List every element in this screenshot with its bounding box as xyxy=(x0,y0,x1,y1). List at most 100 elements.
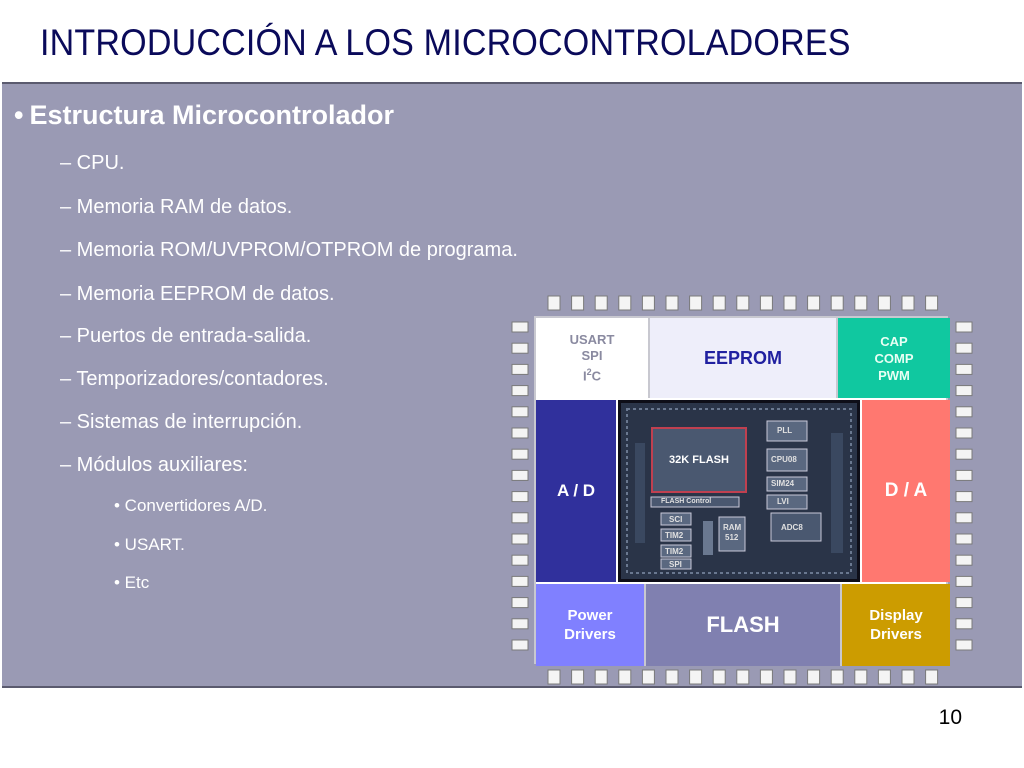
chip-pin-top xyxy=(830,295,844,311)
die-adc-label: ADC8 xyxy=(781,523,803,532)
chip-pin-top xyxy=(571,295,585,311)
chip-pin-top xyxy=(712,295,726,311)
chip-pin-right xyxy=(955,427,973,439)
chip-pin-bottom xyxy=(736,669,750,685)
chip-pin-top xyxy=(618,295,632,311)
chip-pin-bottom xyxy=(571,669,585,685)
chip-pin-left xyxy=(511,554,529,566)
chip-pin-left xyxy=(511,575,529,587)
da-block: D / A xyxy=(862,400,950,582)
chip-pin-bottom xyxy=(830,669,844,685)
spi-label: SPI xyxy=(581,347,603,363)
sub-list-item: • Etc xyxy=(114,573,150,592)
chip-pin-top xyxy=(759,295,773,311)
sub-list-item: • USART. xyxy=(114,535,185,554)
chip-pin-bottom xyxy=(712,669,726,685)
bullet-glyph: • xyxy=(14,100,24,130)
chip-pin-right xyxy=(955,363,973,375)
chip-pin-right xyxy=(955,321,973,333)
die-tim2a-label: TIM2 xyxy=(665,531,684,540)
chip-pin-left xyxy=(511,363,529,375)
chip-pin-bottom xyxy=(665,669,679,685)
chip-pin-right xyxy=(955,491,973,503)
pwm-label: PWM xyxy=(878,367,910,383)
die-photo: 32K FLASH PLL CPU08 SIM24 LVI ADC8 FLASH… xyxy=(618,400,860,582)
chip-pin-right xyxy=(955,512,973,524)
cap-label: CAP xyxy=(880,333,908,349)
chip-pin-top xyxy=(783,295,797,311)
list-item: – Módulos auxiliares: xyxy=(60,454,248,476)
chip-pin-right xyxy=(955,342,973,354)
chip-pin-bottom xyxy=(854,669,868,685)
chip-pin-left xyxy=(511,342,529,354)
chip-pin-left xyxy=(511,597,529,609)
die-ram-size-label: 512 xyxy=(725,533,739,542)
chip-pin-top xyxy=(877,295,891,311)
list-item: – CPU. xyxy=(60,152,125,174)
chip-pin-top xyxy=(854,295,868,311)
chip-pin-bottom xyxy=(689,669,703,685)
i2c-suffix: C xyxy=(591,368,602,384)
chip-pin-left xyxy=(511,406,529,418)
list-item: – Temporizadores/contadores. xyxy=(60,368,329,390)
chip-pin-right xyxy=(955,469,973,481)
chip-pin-top xyxy=(736,295,750,311)
chip-pin-left xyxy=(511,321,529,333)
die-tim2b-label: TIM2 xyxy=(665,547,684,556)
chip-pin-top xyxy=(925,295,939,311)
chip-pin-left xyxy=(511,512,529,524)
heading-bullet: •Estructura Microcontrolador xyxy=(14,100,394,131)
chip-pin-left xyxy=(511,385,529,397)
die-flash-control-label: FLASH Control xyxy=(661,498,712,505)
usart-label: USART xyxy=(569,331,615,347)
chip-pin-top xyxy=(547,295,561,311)
usart-spi-i2c-block: USART SPI I2C xyxy=(536,318,648,398)
i2c-label: I2C xyxy=(583,364,601,384)
chip-pin-top xyxy=(594,295,608,311)
die-pll-label: PLL xyxy=(777,426,793,435)
chip-body: USART SPI I2C EEPROM CAP COMP PWM A / D … xyxy=(534,316,950,666)
chip-pin-right xyxy=(955,575,973,587)
chip-pin-bottom xyxy=(547,669,561,685)
die-ram-label: RAM xyxy=(723,523,742,532)
chip-pin-top xyxy=(665,295,679,311)
chip-pin-left xyxy=(511,469,529,481)
flash-block: FLASH xyxy=(646,584,840,666)
microcontroller-diagram: USART SPI I2C EEPROM CAP COMP PWM A / D … xyxy=(510,292,974,688)
chip-pin-right xyxy=(955,533,973,545)
chip-pin-right xyxy=(955,597,973,609)
chip-pin-bottom xyxy=(759,669,773,685)
chip-pin-right xyxy=(955,639,973,651)
chip-pin-top xyxy=(689,295,703,311)
chip-pin-top xyxy=(807,295,821,311)
display-label: Display xyxy=(869,607,923,624)
sub-list-item: • Convertidores A/D. xyxy=(114,496,268,515)
list-item: – Puertos de entrada-salida. xyxy=(60,325,312,347)
chip-pin-bottom xyxy=(641,669,655,685)
chip-pin-left xyxy=(511,448,529,460)
chip-pin-bottom xyxy=(925,669,939,685)
i2c-prefix: I xyxy=(582,368,587,384)
drivers-label: Drivers xyxy=(564,626,616,643)
chip-pin-bottom xyxy=(594,669,608,685)
chip-pin-right xyxy=(955,448,973,460)
page-number: 10 xyxy=(938,706,962,729)
list-item: – Memoria ROM/UVPROM/OTPROM de programa. xyxy=(60,239,518,261)
i2c-sup: 2 xyxy=(586,366,592,377)
chip-pin-bottom xyxy=(877,669,891,685)
chip-pin-left xyxy=(511,639,529,651)
chip-pin-top xyxy=(641,295,655,311)
list-item: – Sistemas de interrupción. xyxy=(60,411,303,433)
chip-pin-left xyxy=(511,427,529,439)
chip-pin-left xyxy=(511,618,529,630)
chip-pin-right xyxy=(955,618,973,630)
ad-block: A / D xyxy=(536,400,616,582)
list-item: – Memoria RAM de datos. xyxy=(60,196,293,218)
chip-pin-bottom xyxy=(783,669,797,685)
chip-pin-right xyxy=(955,406,973,418)
die-flash-label: 32K FLASH xyxy=(651,427,747,493)
chip-pin-left xyxy=(511,533,529,545)
die-lvi-label: LVI xyxy=(777,497,789,506)
